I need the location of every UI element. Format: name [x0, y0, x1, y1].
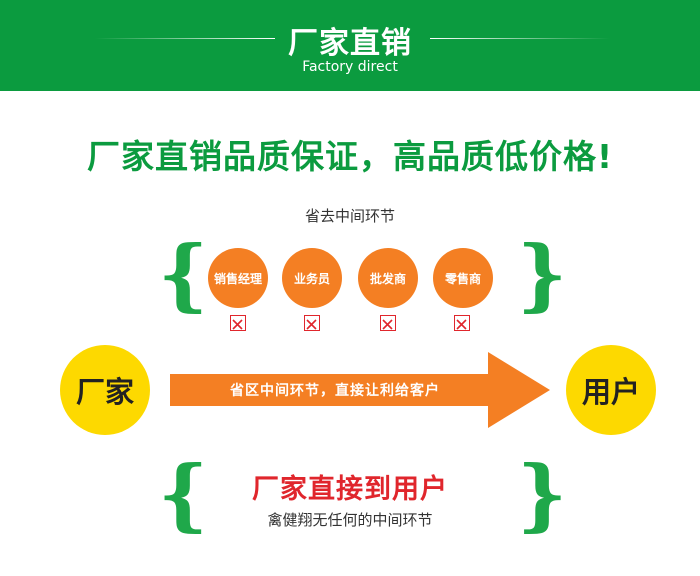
right-brace-bottom: } — [517, 449, 568, 540]
header-banner: 厂家直销 Factory direct — [0, 0, 700, 91]
banner-divider-right — [430, 38, 610, 39]
direct-arrow-icon — [170, 352, 550, 428]
banner-subtitle: Factory direct — [302, 59, 398, 75]
middleman-salesperson: 业务员 — [282, 248, 342, 308]
cross-icon — [230, 315, 246, 331]
cross-icon — [380, 315, 396, 331]
user-circle: 用户 — [566, 345, 656, 435]
left-brace-top: { — [158, 229, 209, 320]
arrow-caption: 省区中间环节，直接让利给客户 — [230, 383, 440, 399]
cross-icon — [304, 315, 320, 331]
middleman-retailer: 零售商 — [433, 248, 493, 308]
right-brace-top: } — [517, 229, 568, 320]
factory-circle: 厂家 — [60, 345, 150, 435]
skip-middlemen-caption: 省去中间环节 — [304, 207, 395, 225]
middleman-wholesaler: 批发商 — [358, 248, 418, 308]
banner-divider-left — [95, 38, 275, 39]
direct-to-user-title: 厂家直接到用户 — [252, 474, 448, 505]
banner-title: 厂家直销 — [288, 26, 412, 61]
headline: 厂家直销品质保证，高品质低价格! — [86, 137, 614, 176]
left-brace-bottom: { — [158, 449, 209, 540]
middleman-sales-manager: 销售经理 — [208, 248, 268, 308]
no-middlemen-description: 禽健翔无任何的中间环节 — [267, 511, 433, 529]
cross-icon — [454, 315, 470, 331]
